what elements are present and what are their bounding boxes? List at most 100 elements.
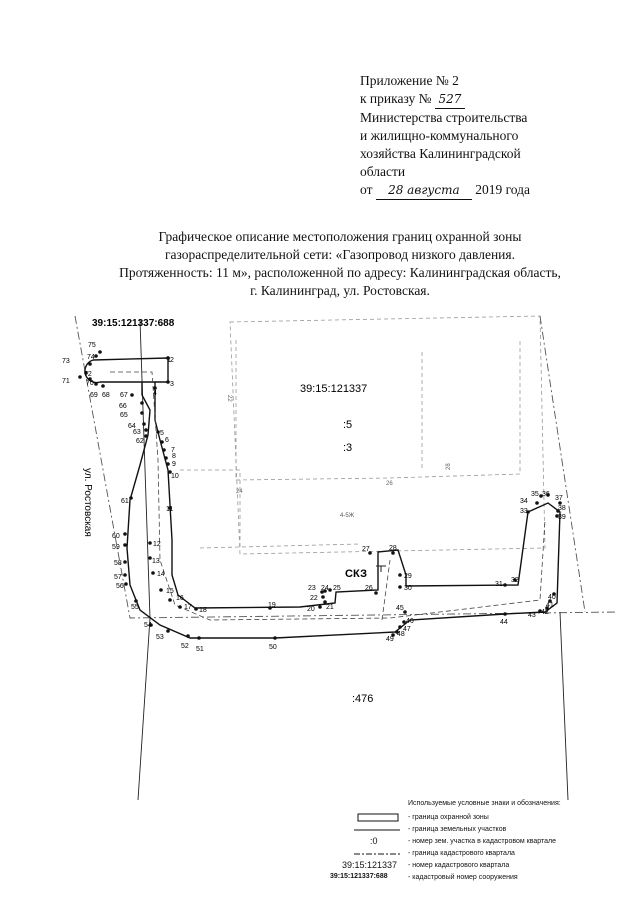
boundary-point-label-52: 52 (181, 643, 189, 650)
boundary-point-label-50: 50 (269, 644, 277, 651)
boundary-point-label-47: 47 (403, 626, 411, 633)
boundary-point-dot-63 (144, 428, 148, 432)
boundary-point-dot-51 (197, 636, 201, 640)
boundary-point-dot-7 (162, 448, 166, 452)
boundary-point-dot-16 (168, 598, 172, 602)
boundary-point-dot-34 (535, 501, 539, 505)
boundary-point-label-61: 61 (121, 498, 129, 505)
boundary-point-label-42: 42 (541, 609, 549, 616)
order-prefix: к приказу № (360, 91, 432, 106)
boundary-point-label-21: 21 (326, 604, 334, 611)
boundary-point-label-68: 68 (102, 392, 110, 399)
quarter-line-symbol (354, 853, 400, 855)
boundary-point-dot-42 (545, 606, 549, 610)
boundary-point-dot-28 (391, 551, 395, 555)
boundary-point-dot-74 (94, 354, 98, 358)
legend-parcel-number-text: - номер зем. участка в кадастровом кварт… (408, 838, 556, 845)
building-num-22: 22 (226, 395, 232, 402)
boundary-point-dot-22 (321, 595, 325, 599)
boundary-point-dot-62 (144, 434, 148, 438)
boundary-point-label-69: 69 (90, 392, 98, 399)
boundary-point-dot-10 (168, 470, 172, 474)
boundary-point-dot-5 (156, 430, 160, 434)
boundary-point-dot-46 (402, 620, 406, 624)
boundary-point-label-4: 4 (153, 390, 157, 397)
boundary-point-dot-30 (398, 585, 402, 589)
title-line-4: г. Калининград, ул. Ростовская. (250, 283, 430, 298)
boundary-point-label-12: 12 (153, 541, 161, 548)
boundary-point-label-32: 32 (511, 577, 519, 584)
legend-row-parcels: - граница земельных участков (340, 824, 620, 836)
boundary-point-dot-29 (398, 573, 402, 577)
boundary-point-label-57: 57 (114, 574, 122, 581)
boundary-point-dot-44 (503, 612, 507, 616)
boundary-point-label-22: 22 (310, 595, 318, 602)
appendix-number: Приложение № 2 (360, 73, 459, 88)
boundary-point-dot-69 (94, 382, 98, 386)
date-suffix: 2019 года (475, 182, 531, 197)
boundary-point-dot-32 (513, 578, 517, 582)
boundary-point-dot-31 (503, 583, 507, 587)
legend-row-parcel-number: :0 - номер зем. участка в кадастровом кв… (340, 836, 620, 848)
boundary-point-label-14: 14 (157, 571, 165, 578)
boundary-point-label-16: 16 (176, 595, 184, 602)
zone-symbol (357, 813, 399, 822)
boundary-point-dot-18 (194, 607, 198, 611)
boundary-point-label-58: 58 (114, 560, 122, 567)
boundary-point-label-75: 75 (88, 342, 96, 349)
boundary-point-label-33: 33 (520, 508, 528, 515)
boundary-point-dot-20 (318, 605, 322, 609)
boundary-point-dot-12 (148, 541, 152, 545)
title-line-3: Протяженность: 11 м», расположенной по а… (119, 265, 561, 280)
boundary-point-label-35: 35 (531, 491, 539, 498)
boundary-point-dot-60 (123, 532, 127, 536)
boundary-point-label-10: 10 (171, 473, 179, 480)
boundary-point-label-64: 64 (128, 423, 136, 430)
boundary-point-label-45: 45 (396, 605, 404, 612)
boundary-point-label-73: 73 (62, 358, 70, 365)
boundary-point-dot-55 (134, 599, 138, 603)
boundary-point-dot-33 (526, 510, 530, 514)
legend-quarter-number-text: - номер кадастрового квартала (408, 862, 510, 869)
boundary-point-dot-41 (548, 599, 552, 603)
boundary-point-label-65: 65 (120, 412, 128, 419)
site-plan: 39:15:121337:688 39:15:121337 :5 :3 :476… (62, 315, 619, 800)
building-num-24: 24 (236, 489, 243, 495)
boundary-point-dot-68 (101, 384, 105, 388)
building-num-26: 26 (386, 481, 393, 487)
boundary-point-dot-59 (123, 543, 127, 547)
boundary-point-dot-66 (140, 401, 144, 405)
structure-number: 39:15:121337:688 (92, 318, 175, 329)
appendix-header: Приложение № 2 к приказу № 527 Министерс… (360, 72, 620, 200)
boundary-point-label-54: 54 (144, 622, 152, 629)
boundary-point-label-8: 8 (172, 453, 176, 460)
boundary-point-label-43: 43 (528, 612, 536, 619)
boundary-point-dot-38 (556, 509, 560, 513)
boundary-point-dot-21 (323, 600, 327, 604)
ministry-line-1: Министерства строительства (360, 110, 528, 125)
boundary-point-dot-8 (164, 456, 168, 460)
boundary-point-dot-61 (129, 496, 133, 500)
boundary-point-label-62: 62 (136, 438, 144, 445)
boundary-point-label-72: 72 (84, 371, 92, 378)
boundary-point-label-71: 71 (62, 378, 70, 385)
boundary-point-dot-19 (268, 606, 272, 610)
sample-parcel-number: :0 (370, 836, 378, 846)
boundary-point-dot-35 (539, 494, 543, 498)
date-prefix: от (360, 182, 373, 197)
boundary-point-dot-14 (151, 571, 155, 575)
boundary-point-label-55: 55 (131, 604, 139, 611)
building-label: 4-5Ж (340, 513, 355, 519)
boundary-point-dot-71 (78, 375, 82, 379)
boundary-point-dot-23 (320, 590, 324, 594)
date-line: от 28 августа 2019 года (360, 181, 620, 200)
boundary-point-label-1: 1 (167, 357, 171, 364)
ministry-line-2: и жилищно-коммунального (360, 128, 519, 143)
title-line-2: газораспределительной сети: «Газопровод … (164, 247, 515, 262)
boundary-point-dot-43 (538, 609, 542, 613)
boundary-point-label-39: 39 (558, 514, 566, 521)
boundary-point-label-59: 59 (112, 544, 120, 551)
boundary-point-label-17: 17 (184, 604, 192, 611)
order-number: 527 (434, 90, 465, 109)
title-line-1: Графическое описание местоположения гран… (158, 229, 522, 244)
